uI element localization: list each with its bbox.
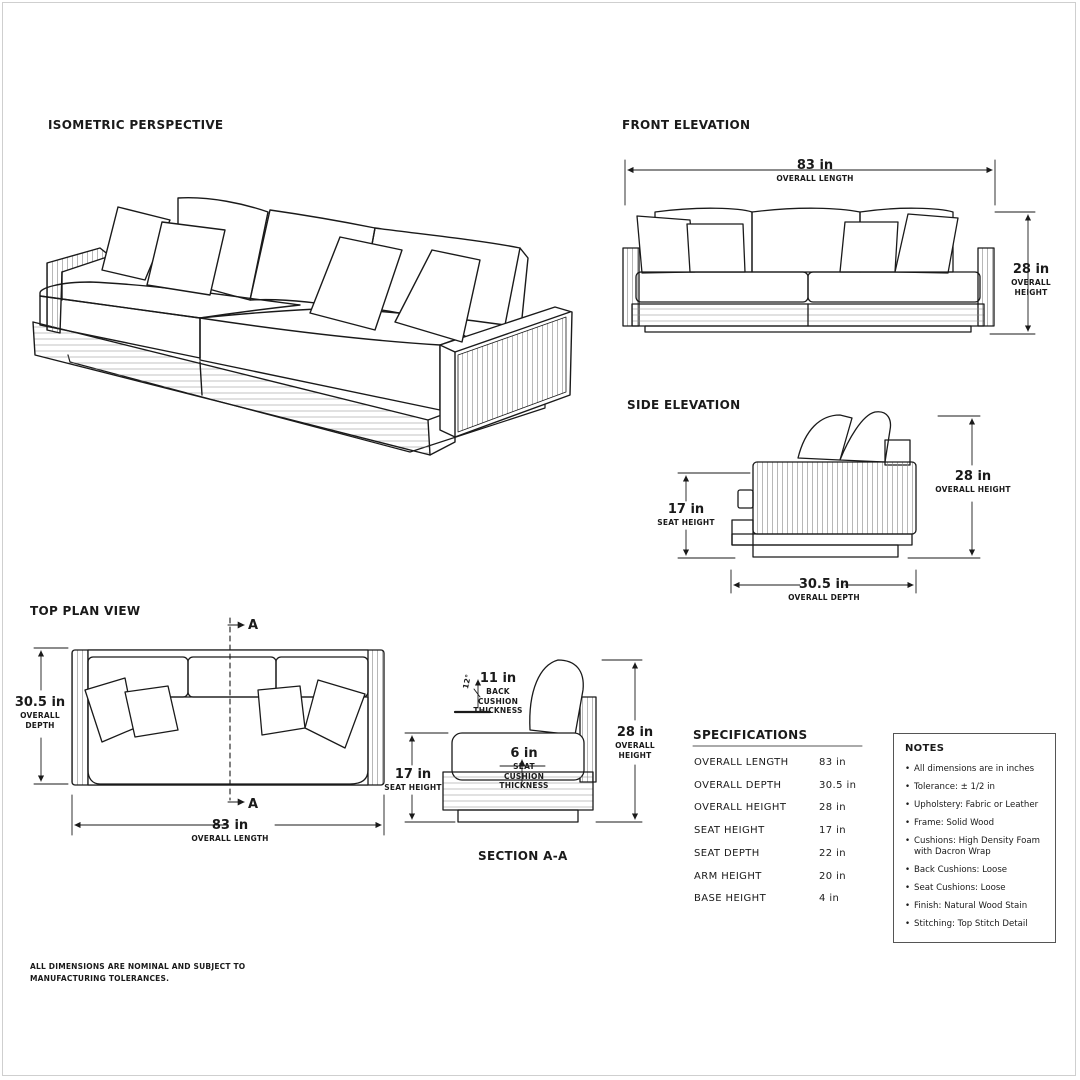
spec-label: SEAT HEIGHT	[694, 825, 765, 837]
spec-value: 30.5 in	[819, 779, 857, 791]
spec-label: OVERALL LENGTH	[694, 757, 789, 768]
specifications-title: SPECIFICATIONS	[693, 728, 808, 742]
notes-box: NOTES All dimensions are in inchesTolera…	[893, 733, 1056, 943]
note-item: Upholstery: Fabric or Leather	[905, 800, 1047, 811]
notes-title: NOTES	[905, 743, 945, 754]
section-height-dim: 28 in OVERALL HEIGHT	[615, 725, 655, 760]
spec-label: SEAT DEPTH	[694, 847, 760, 859]
side-elevation-drawing	[677, 411, 981, 594]
side-height-dim: 28 in OVERALL HEIGHT	[935, 469, 1011, 495]
section-drawing	[404, 659, 643, 823]
note-item: Finish: Natural Wood Stain	[905, 901, 1047, 912]
plan-view-title: TOP PLAN VIEW	[30, 604, 141, 618]
note-item: All dimensions are in inches	[905, 764, 1047, 775]
note-item: Frame: Solid Wood	[905, 818, 1047, 829]
note-item: Stitching: Top Stitch Detail	[905, 919, 1047, 930]
spec-value: 20 in	[819, 870, 847, 882]
note-item: Seat Cushions: Loose	[905, 883, 1047, 894]
spec-label: ARM HEIGHT	[694, 870, 762, 882]
isometric-title: ISOMETRIC PERSPECTIVE	[48, 118, 224, 132]
note-item: Tolerance: ± 1/2 in	[905, 782, 1047, 793]
side-depth-dim: 30.5 in OVERALL DEPTH	[788, 577, 860, 603]
note-item: Cushions: High Density Foam with Dacron …	[905, 836, 1047, 858]
footer-disclaimer: ALL DIMENSIONS ARE NOMINAL AND SUBJECT T…	[30, 962, 246, 983]
spec-value: 17 in	[819, 825, 847, 837]
front-elevation-title: FRONT ELEVATION	[622, 118, 751, 132]
spec-label: OVERALL DEPTH	[694, 779, 782, 791]
isometric-drawing	[32, 196, 573, 456]
section-marker-top: A	[248, 618, 259, 633]
spec-value: 28 in	[819, 802, 847, 814]
note-item: Back Cushions: Loose	[905, 865, 1047, 876]
plan-length-dim: 83 in OVERALL LENGTH	[191, 818, 269, 844]
spec-value: 22 in	[819, 847, 847, 859]
spec-label: BASE HEIGHT	[694, 893, 767, 905]
plan-depth-dim: 30.5 in OVERALL DEPTH	[14, 695, 66, 730]
notes-list: All dimensions are in inchesTolerance: ±…	[905, 764, 1047, 930]
spec-value: 4 in	[819, 893, 840, 905]
spec-value: 83 in	[819, 757, 847, 768]
front-height-dim: 28 in OVERALL HEIGHT	[1011, 262, 1051, 297]
side-seat-height-dim: 17 in SEAT HEIGHT	[657, 502, 715, 528]
front-elevation-drawing	[622, 159, 1036, 335]
seat-cushion-dim: 6 in SEAT CUSHION THICKNESS	[499, 746, 549, 790]
front-length-dim: 83 in OVERALL LENGTH	[776, 158, 854, 184]
plan-view-drawing	[33, 617, 385, 836]
section-marker-bottom: A	[248, 797, 259, 812]
side-elevation-title: SIDE ELEVATION	[627, 398, 741, 412]
section-title: SECTION A-A	[478, 849, 568, 863]
spec-label: OVERALL HEIGHT	[694, 802, 787, 814]
back-cushion-dim: 11 in BACK CUSHION THICKNESS	[473, 671, 523, 715]
section-seat-height-dim: 17 in SEAT HEIGHT	[384, 767, 442, 793]
